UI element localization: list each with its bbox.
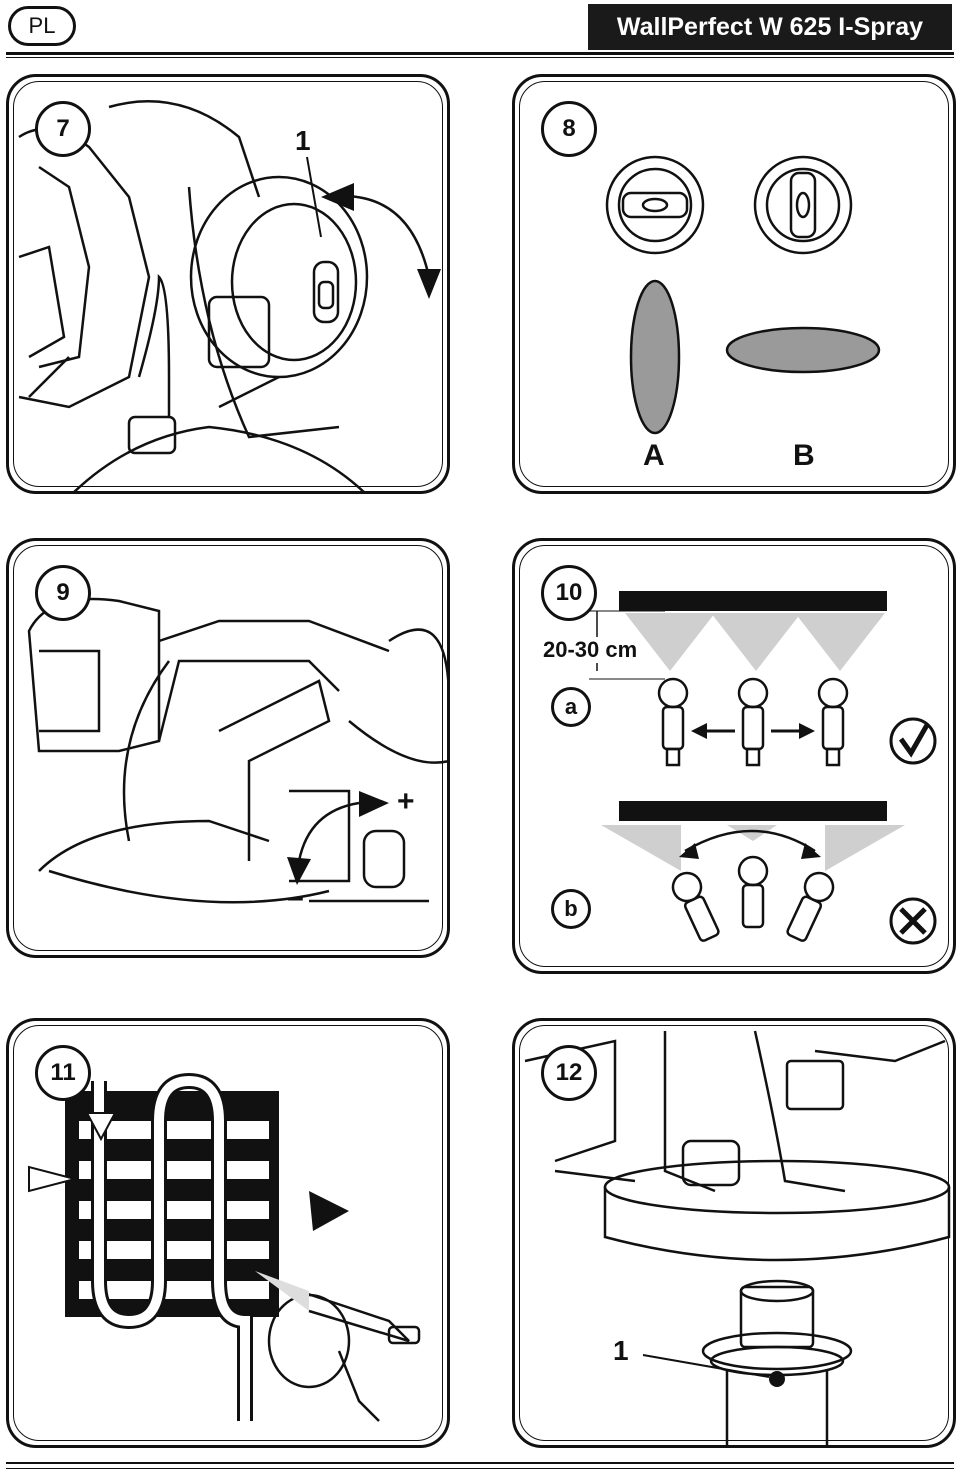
spray-pattern-path-illustration	[28, 1072, 421, 1422]
footer-rule	[6, 1462, 954, 1464]
increase-sign: +	[397, 785, 415, 818]
decrease-sign: –	[287, 881, 304, 914]
checkmark-circle-icon	[889, 717, 937, 765]
product-title: WallPerfect W 625 I-Spray	[588, 4, 952, 50]
spray-distance-label: 20-30 cm	[543, 637, 638, 663]
panel-step-9: 9 + –	[6, 538, 450, 958]
panel-step-7: 7 1	[6, 74, 450, 494]
step-number: 9	[35, 565, 91, 621]
spray-technique-illustration	[589, 591, 937, 945]
technique-b-label: b	[551, 889, 591, 929]
panel-step-11: 11	[6, 1018, 450, 1448]
panel-step-10: 10 20-30 cm a b	[512, 538, 956, 974]
step-number: 12	[541, 1045, 597, 1101]
callout-number: 1	[613, 1335, 629, 1366]
step-number: 11	[35, 1045, 91, 1101]
footer-rule-thin	[6, 1468, 954, 1469]
x-circle-icon	[889, 897, 937, 945]
page-header: PL WallPerfect W 625 I-Spray	[0, 0, 960, 60]
pattern-label-b: B	[793, 439, 815, 472]
flow-adjust-illustration	[27, 597, 447, 904]
nozzle-rotate-illustration	[18, 100, 441, 491]
panel-step-8: 8 A B	[512, 74, 956, 494]
step-number: 8	[541, 101, 597, 157]
pattern-label-a: A	[643, 439, 665, 472]
step-number: 10	[541, 565, 597, 621]
callout-number: 1	[295, 125, 311, 156]
panel-step-12: 12 1	[512, 1018, 956, 1448]
spray-pattern-illustration	[605, 155, 881, 435]
step-number: 7	[35, 101, 91, 157]
header-rule-thin	[6, 57, 954, 58]
technique-a-label: a	[551, 687, 591, 727]
language-badge: PL	[8, 6, 76, 46]
suction-tube-illustration	[524, 1030, 951, 1445]
header-rule	[6, 52, 954, 55]
